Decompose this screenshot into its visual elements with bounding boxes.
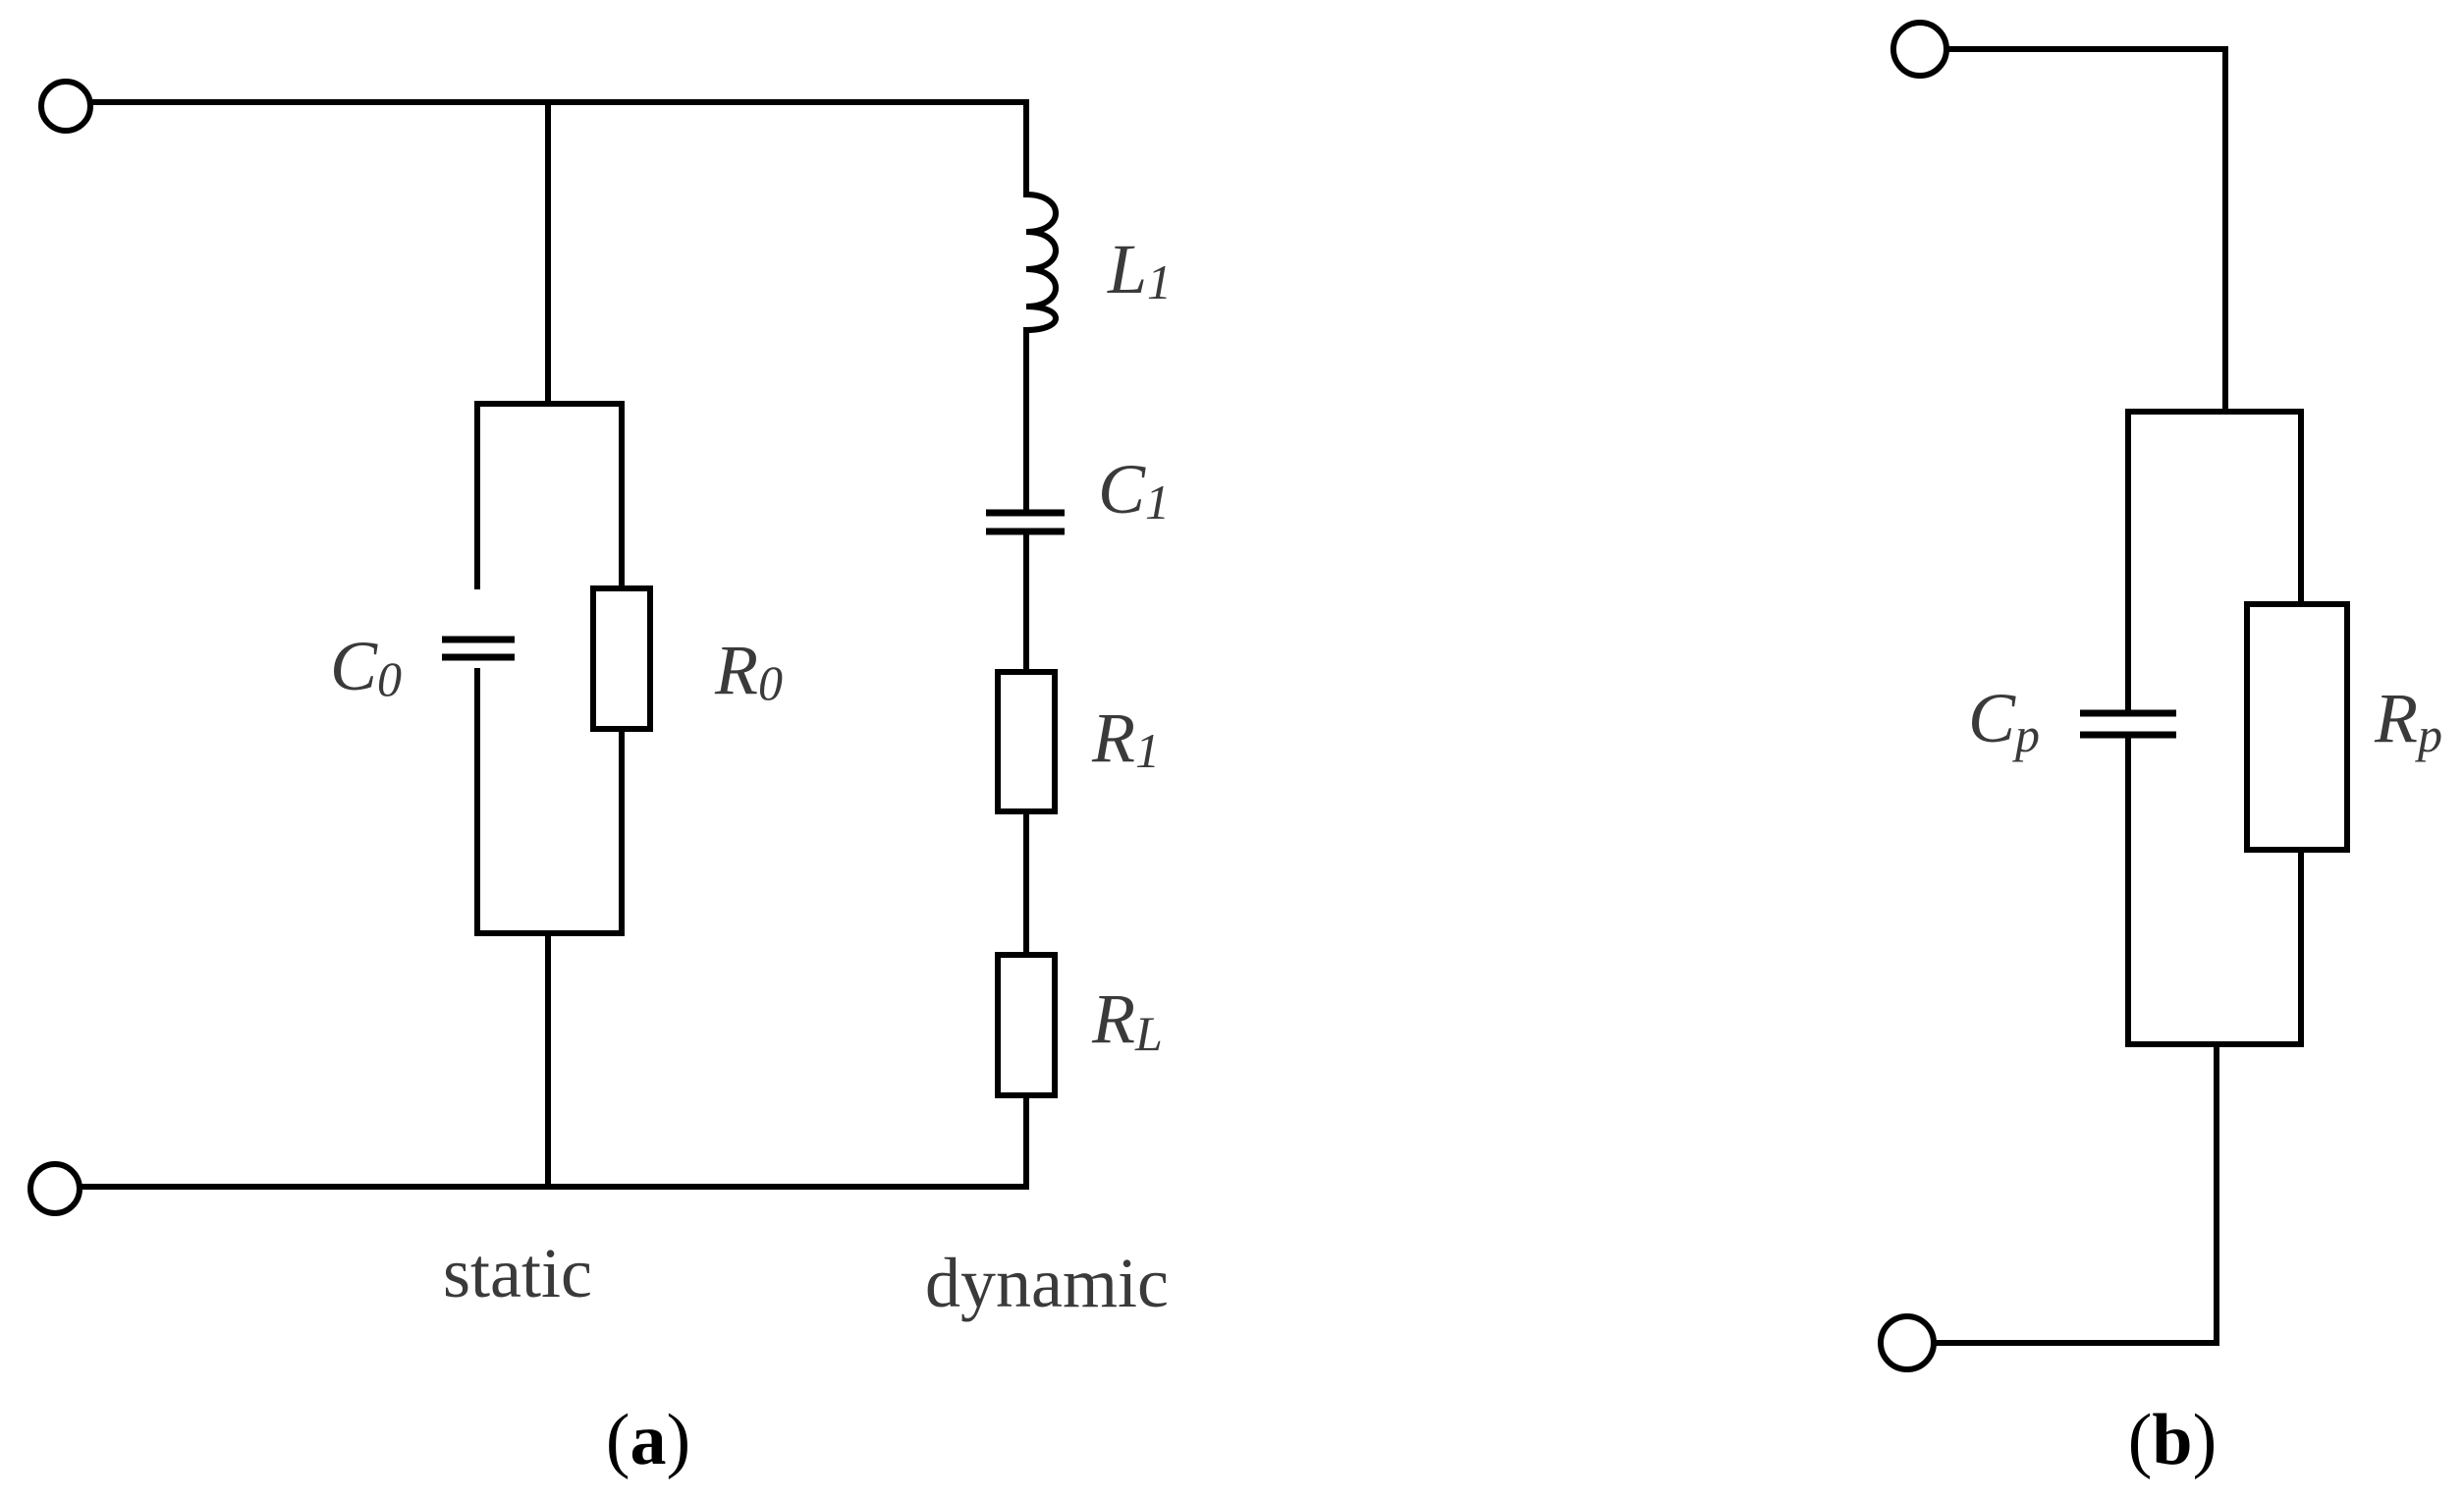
capacitor-cp-symbol bbox=[2080, 709, 2176, 739]
resistor-r0-symbol bbox=[590, 585, 653, 732]
capacitor-c0-symbol bbox=[442, 589, 515, 668]
inductor-l1-symbol bbox=[1022, 191, 1059, 334]
label-c0: C0 bbox=[330, 627, 402, 706]
label-static: static bbox=[443, 1234, 592, 1312]
resistor-rl-symbol bbox=[995, 952, 1058, 1098]
panel-a-circuit bbox=[27, 79, 1065, 1216]
label-r1: R1 bbox=[1091, 698, 1160, 778]
b-bottom-lead bbox=[1932, 1041, 2219, 1346]
a-terminal-top bbox=[38, 79, 93, 134]
b-terminal-bottom bbox=[1878, 1313, 1937, 1372]
b-terminal-top bbox=[1890, 20, 1949, 79]
static-branch bbox=[442, 99, 653, 1190]
label-cp: Cp bbox=[1968, 679, 2040, 762]
panel-b-circuit bbox=[1878, 20, 2350, 1372]
a-terminal-bottom bbox=[27, 1161, 82, 1216]
panel-label-a: (a) bbox=[606, 1400, 690, 1480]
label-dynamic: dynamic bbox=[925, 1244, 1169, 1322]
capacitor-c1-symbol bbox=[986, 509, 1065, 535]
panel-label-b: (b) bbox=[2128, 1400, 2217, 1480]
resistor-rp-symbol bbox=[2244, 601, 2350, 853]
dynamic-branch bbox=[986, 99, 1065, 1190]
b-top-lead bbox=[1942, 46, 2228, 415]
label-l1: L1 bbox=[1107, 230, 1172, 309]
label-r0: R0 bbox=[714, 631, 783, 710]
resistor-r1-symbol bbox=[995, 669, 1058, 814]
label-c1: C1 bbox=[1098, 450, 1170, 529]
label-rp: Rp bbox=[2374, 679, 2442, 762]
label-rl: RL bbox=[1091, 979, 1163, 1061]
